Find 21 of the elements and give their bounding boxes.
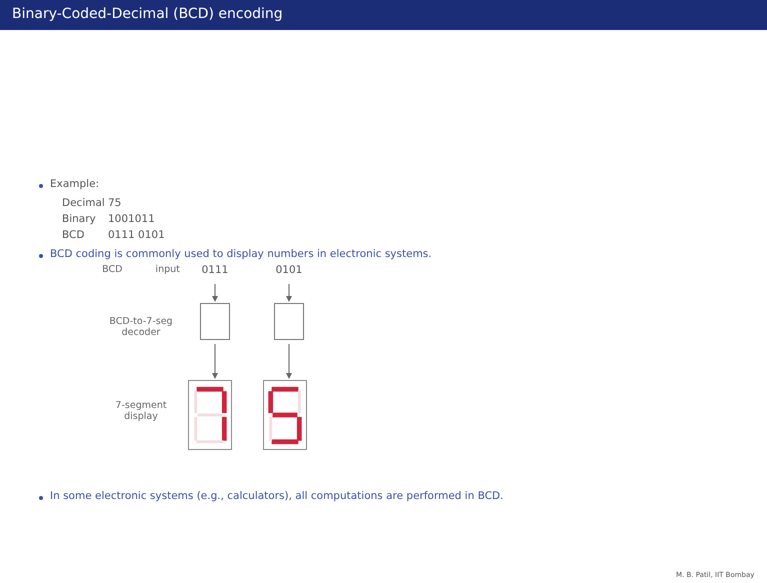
decoder-box: [274, 303, 304, 340]
row-label: BCD input: [101, 264, 181, 275]
arrow: [286, 284, 292, 302]
row-label: BCD-to-7-seg decoder: [108, 316, 174, 338]
value-text: 0111 0101: [108, 229, 165, 241]
input-code: 0111: [199, 264, 231, 280]
bullet-text: BCD coding is commonly used to display numbers in electronic systems.: [50, 248, 432, 260]
input-code: 0101: [273, 264, 305, 280]
row-label: Binary: [62, 213, 96, 225]
bullet-text: In some electronic systems (e.g., calculators), all computations are performed in BCD.: [50, 490, 504, 502]
bullet-text: Example:: [50, 178, 100, 190]
arrow: [212, 344, 218, 379]
row-label: BCD: [62, 229, 84, 241]
arrow: [212, 284, 218, 302]
slide-title: Binary-Coded-Decimal (BCD) encoding: [12, 6, 283, 22]
row-label: Decimal: [62, 197, 105, 209]
arrow: [286, 344, 292, 379]
value-text: 75: [108, 197, 122, 209]
row-label: 7-segment display: [114, 400, 168, 422]
value-text: 1001011: [108, 213, 155, 225]
decoder-box: [200, 303, 230, 340]
